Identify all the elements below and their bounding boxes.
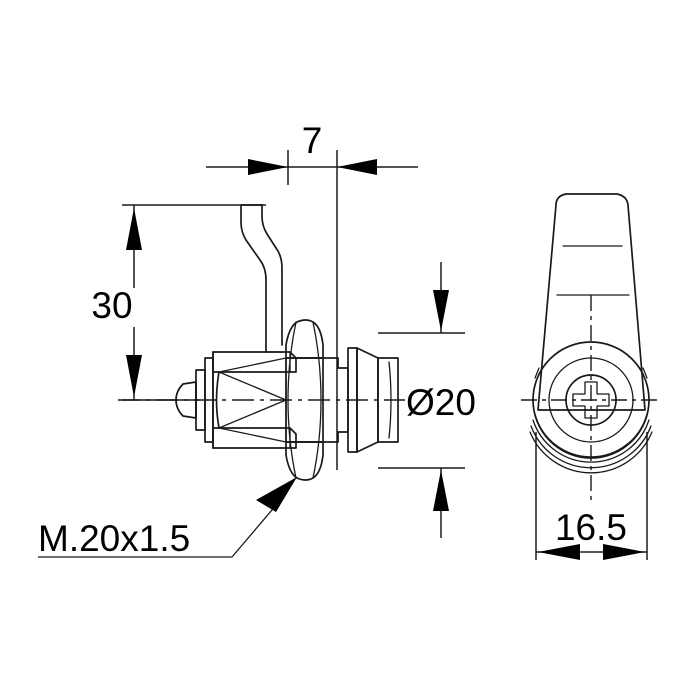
lock-barrel — [377, 357, 399, 443]
thread-callout-arrow — [256, 477, 297, 512]
dim-d20-label: Ø20 — [406, 382, 476, 423]
dim-thread-callout-group: M.20x1.5 — [38, 477, 297, 559]
cam-arm-front — [537, 193, 646, 411]
dim-30-group: 30 — [91, 204, 266, 401]
dim-d20-arrow-bottom — [433, 470, 449, 511]
lock-body-shoulder-left — [534, 367, 540, 379]
dim-7-group: 7 — [206, 120, 418, 470]
dim-7-arrow-left — [248, 159, 288, 175]
lock-body-arc-1 — [534, 413, 648, 458]
lock-body-outer-circle — [532, 341, 650, 459]
dim-7-label: 7 — [302, 120, 323, 161]
dim-7-arrow-right — [337, 159, 377, 175]
dim-165-label: 16.5 — [555, 507, 627, 548]
dim-30-label: 30 — [91, 285, 132, 326]
dim-thread-label: M.20x1.5 — [38, 518, 190, 559]
phillips-cross-slot — [572, 381, 610, 419]
dim-diameter-20-group: Ø20 — [378, 262, 476, 538]
lock-body-arc-3 — [530, 425, 652, 469]
phillips-screw-head — [565, 374, 617, 426]
dim-d20-arrow-top — [433, 290, 449, 331]
front-view — [521, 193, 660, 500]
cam-arm-side — [240, 204, 283, 353]
dim-30-arrow-bottom — [126, 355, 142, 397]
dim-165-arrow-right — [603, 544, 645, 560]
dim-30-arrow-top — [126, 208, 142, 250]
lock-body-inner-circle — [548, 357, 634, 443]
dim-16-5-group: 16.5 — [535, 432, 648, 560]
lock-body-arc-2 — [532, 419, 650, 463]
lock-body-shoulder-right — [642, 367, 648, 379]
screw-head-circle — [565, 374, 617, 426]
lock-body-front — [529, 341, 653, 474]
dim-165-arrow-left — [538, 544, 580, 560]
lock-body-arc-4 — [529, 431, 653, 474]
side-section-view — [118, 204, 405, 481]
